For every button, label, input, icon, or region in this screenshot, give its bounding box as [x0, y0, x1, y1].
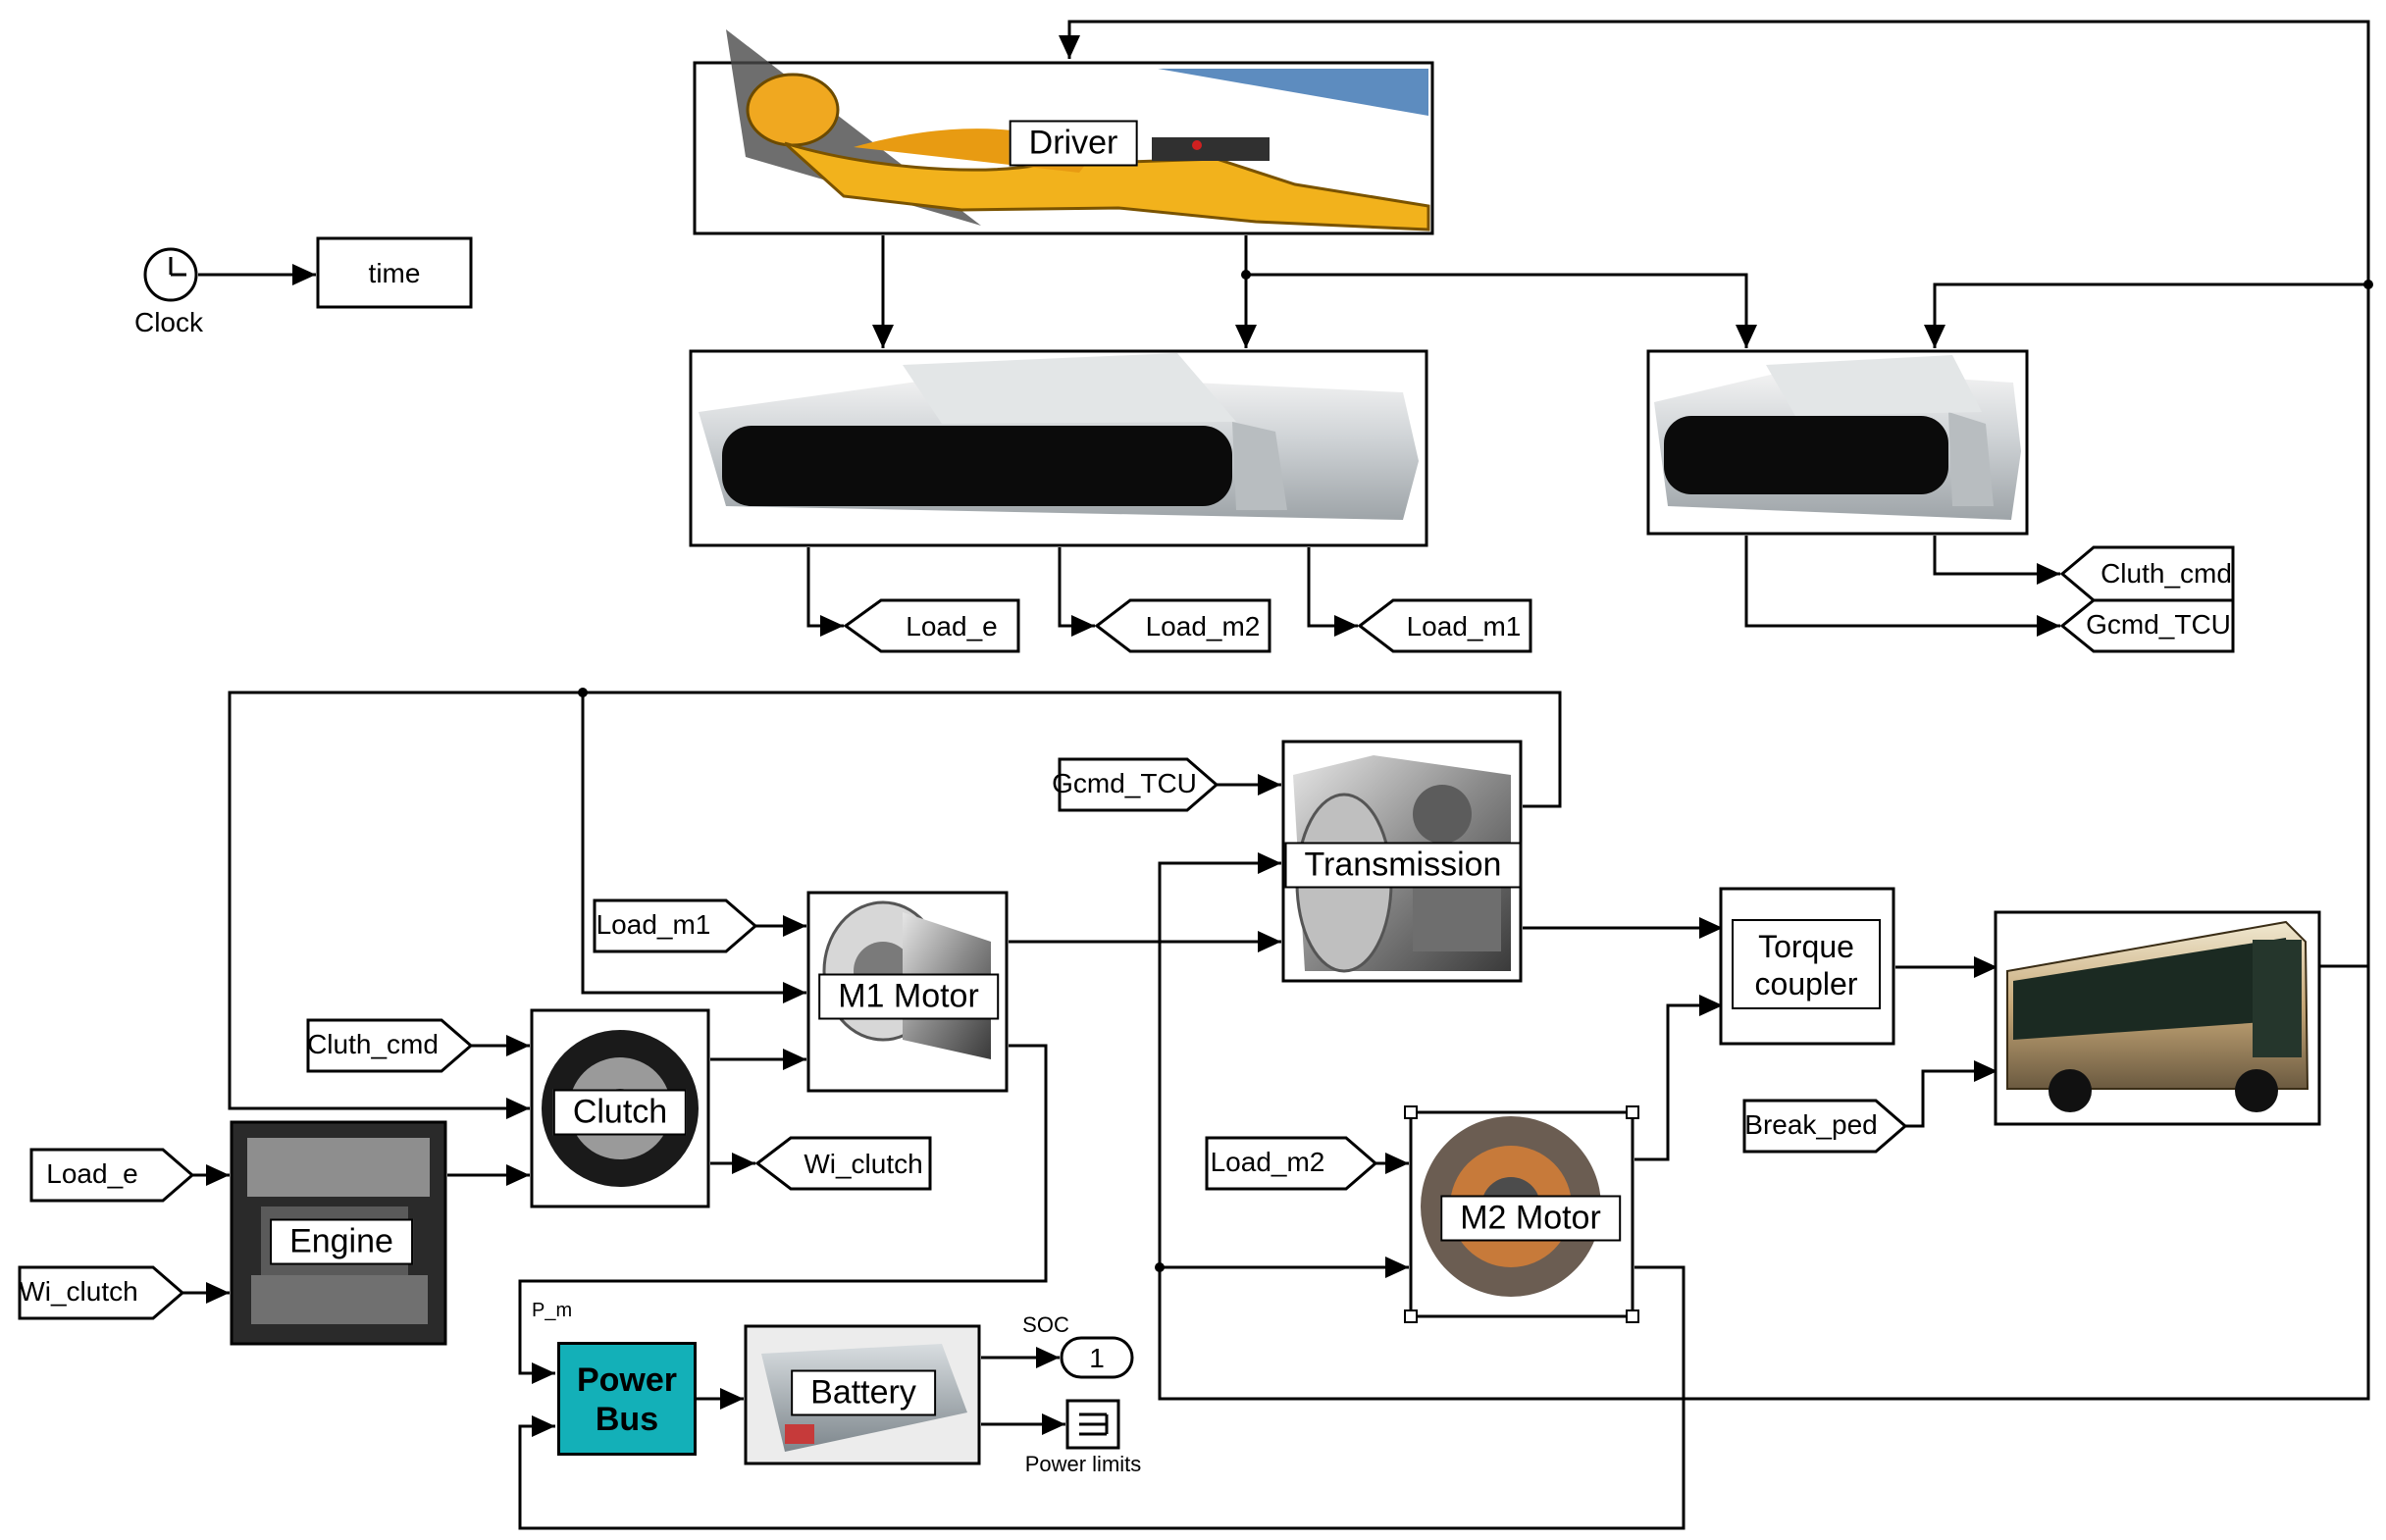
goto-load-m1[interactable]: Load_m1 [1407, 611, 1522, 642]
driver-head-icon [746, 73, 840, 147]
from-load-m2[interactable]: Load_m2 [1211, 1147, 1325, 1177]
from-gcmd-tcu[interactable]: Gcmd_TCU [1052, 768, 1197, 798]
junction-dots [578, 270, 2373, 1272]
engine-label: Engine [270, 1218, 413, 1265]
soc-port-number: 1 [1089, 1343, 1105, 1373]
ecu-right-block[interactable] [1646, 349, 2029, 536]
from-wi-clutch[interactable]: Wi_clutch [19, 1276, 137, 1307]
goto-gcmd-tcu[interactable]: Gcmd_TCU [2086, 609, 2231, 640]
torque-coupler-label-line1: Torque [1758, 929, 1854, 964]
power-limits-terminator-icon[interactable] [1065, 1399, 1120, 1450]
soc-outport[interactable] [1060, 1336, 1134, 1379]
battery-label: Battery [791, 1369, 936, 1416]
p-m-label: P_m [532, 1300, 572, 1321]
driver-label: Driver [1009, 120, 1138, 167]
time-label: time [369, 258, 421, 288]
transmission-label: Transmission [1284, 842, 1522, 889]
clock-label: Clock [134, 307, 204, 337]
signal-wires [182, 20, 2370, 1530]
goto-load-m2[interactable]: Load_m2 [1146, 611, 1261, 642]
torque-coupler-label-box [1732, 919, 1881, 1009]
goto-tag-shapes [754, 545, 2235, 1191]
soc-label: SOC [1022, 1312, 1069, 1337]
ecu-left-block[interactable] [689, 349, 1428, 547]
goto-load-e[interactable]: Load_e [906, 611, 997, 642]
from-load-m1[interactable]: Load_m1 [596, 909, 711, 940]
goto-wi-clutch[interactable]: Wi_clutch [804, 1149, 922, 1179]
power-limits-label: Power limits [1025, 1452, 1142, 1476]
from-load-e[interactable]: Load_e [46, 1158, 137, 1189]
power-bus-label-line1: Power [576, 1361, 678, 1399]
time-block[interactable] [316, 236, 473, 309]
m1-motor-label: M1 Motor [818, 973, 999, 1020]
goto-cluth-cmd[interactable]: Cluth_cmd [2101, 558, 2232, 589]
vehicle-bus-block[interactable] [1994, 910, 2321, 1126]
from-break-ped[interactable]: Break_ped [1744, 1109, 1877, 1140]
m2-motor-label: M2 Motor [1440, 1195, 1621, 1242]
driver-block[interactable] [693, 29, 1434, 235]
power-bus-label-line2: Bus [595, 1401, 659, 1438]
power-bus-block[interactable]: Power Bus [557, 1342, 697, 1456]
from-cluth-cmd[interactable]: Cluth_cmd [307, 1029, 439, 1059]
clock-icon[interactable] [143, 247, 198, 302]
clutch-label: Clutch [552, 1089, 688, 1136]
from-tag-shapes [18, 757, 1908, 1320]
torque-coupler-label-line2: coupler [1755, 966, 1858, 1001]
